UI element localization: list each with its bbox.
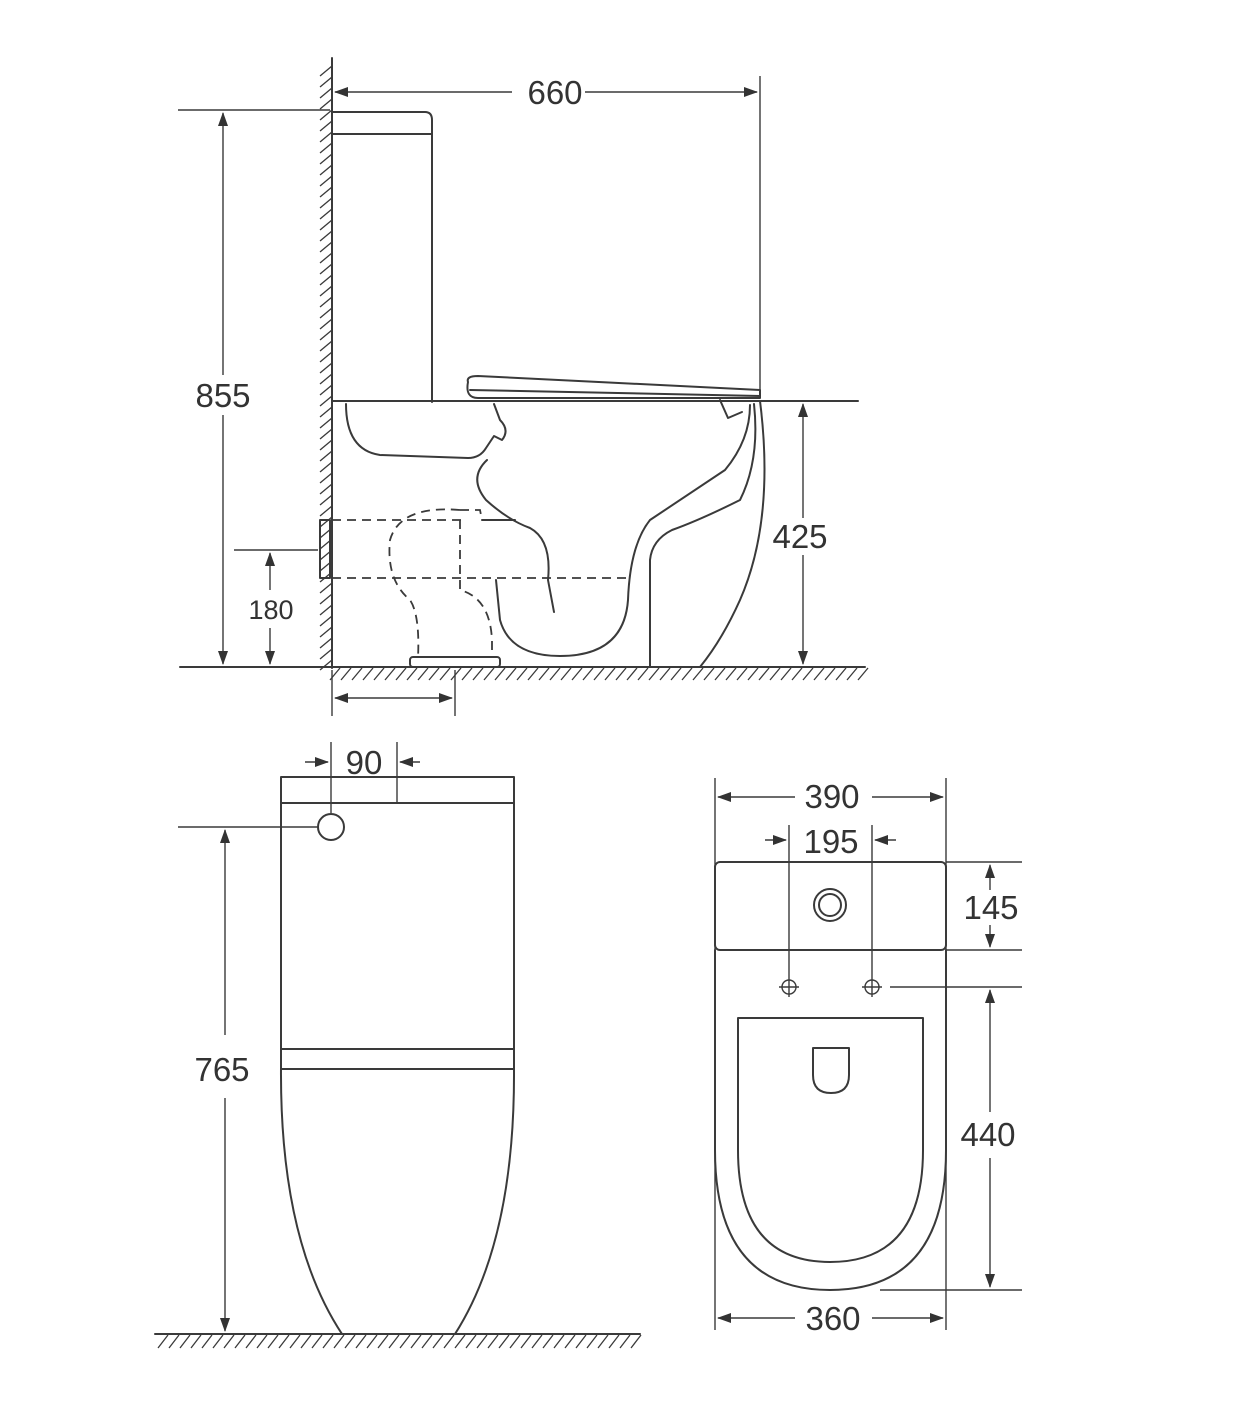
side-seat-edge [469,389,761,397]
side-outlet-base [409,656,501,668]
side-floor-hatching [329,667,869,681]
dim-660-label: 660 [527,74,582,111]
side-outlet-flange [319,519,331,579]
dim-145-label: 145 [963,889,1018,926]
dim-360-label: 360 [805,1300,860,1337]
side-skirt-outer [699,400,766,668]
dim-440-label: 440 [960,1116,1015,1153]
side-skirt-inner [649,403,757,668]
side-seat-bumper [719,399,743,419]
front-seat [280,1048,515,1070]
front-inlet-circle [317,813,345,841]
top-flush-button-inner [818,893,842,917]
dim-195-label: 195 [803,823,858,860]
dim-90-label: 90 [346,744,383,781]
front-floor-hatching [157,1334,642,1349]
front-view: 90 765 [154,742,642,1349]
side-cistern [331,111,433,403]
side-wall-hatching [319,65,333,671]
top-cistern [714,861,947,951]
top-seat-opening [737,1017,924,1263]
front-cistern [280,776,515,1050]
top-view: 195 390 145 440 360 [714,778,1022,1337]
dim-180-label: 180 [248,595,293,625]
front-pedestal [279,1068,516,1335]
dim-390-label: 390 [804,778,859,815]
side-outlet-pipe [332,519,630,579]
side-trapway [476,459,555,613]
top-flush-button-outer [813,888,847,922]
side-view: 660 855 425 180 [178,57,869,716]
top-bowl-outlet [812,1047,850,1094]
side-bowl-upper-trap [345,403,507,459]
side-bowl-well [495,404,751,657]
side-hidden-trap [388,508,493,659]
dim-425-label: 425 [772,518,827,555]
dim-765-label: 765 [194,1051,249,1088]
dim-855-label: 855 [195,377,250,414]
top-bowl-outline [714,949,947,1291]
